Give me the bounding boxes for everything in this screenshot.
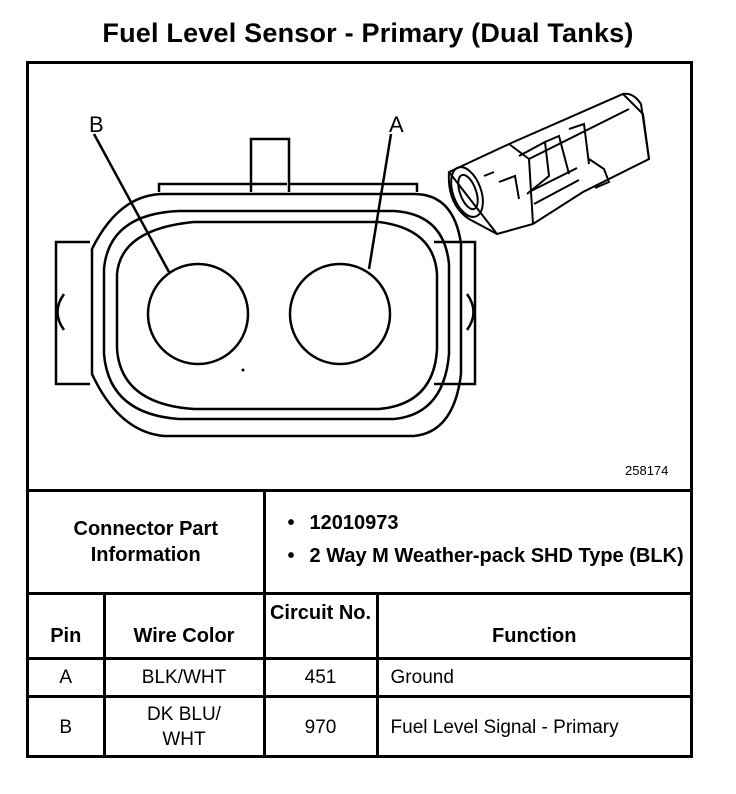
- housing-outer: [90, 192, 463, 438]
- cavity-a: [288, 262, 392, 366]
- cavity-b: [146, 262, 250, 366]
- connector-frame: B A 258174 Connector Part Information 12…: [26, 61, 693, 758]
- part-number: 12010973: [288, 511, 691, 536]
- connector-info-row: Connector Part Information 12010973 2 Wa…: [29, 489, 691, 595]
- wire-color-cell: BLK/WHT: [102, 657, 266, 698]
- circuit-cell: 970: [262, 695, 379, 757]
- function-cell: Ground: [375, 657, 691, 698]
- connector-diagram: B A 258174: [29, 64, 690, 489]
- header-circuit: Circuit No.: [262, 592, 379, 660]
- pin-cell: B: [29, 695, 106, 757]
- header-function: Function: [375, 592, 691, 660]
- pinout-table: Connector Part Information 12010973 2 Wa…: [29, 489, 691, 757]
- figure-number: 258174: [625, 463, 669, 478]
- pin-b-label: B: [89, 112, 104, 137]
- latch-tab: [249, 137, 291, 192]
- function-cell: Fuel Level Signal - Primary: [375, 695, 691, 757]
- connector-info-label: Connector Part Information: [29, 489, 266, 595]
- wire-color-cell: DK BLU/ WHT: [102, 695, 266, 757]
- connector-face-drawing: B A: [54, 92, 651, 438]
- page-title: Fuel Level Sensor - Primary (Dual Tanks): [102, 18, 634, 48]
- pin-cell: A: [29, 657, 106, 698]
- connector-illustration: [447, 92, 651, 236]
- table-row: A BLK/WHT 451 Ground: [29, 657, 691, 698]
- header-wire-color: Wire Color: [102, 592, 266, 660]
- leader-line-a: [367, 133, 393, 270]
- connector-type: 2 Way M Weather-pack SHD Type (BLK): [288, 544, 691, 569]
- connector-info-details: 12010973 2 Way M Weather-pack SHD Type (…: [262, 489, 691, 595]
- header-pin: Pin: [29, 592, 106, 660]
- circuit-cell: 451: [262, 657, 379, 698]
- table-row: B DK BLU/ WHT 970 Fuel Level Signal - Pr…: [29, 695, 691, 757]
- leader-line-b: [92, 133, 171, 273]
- table-header-row: Pin Wire Color Circuit No. Function: [29, 592, 691, 660]
- pin-a-label: A: [389, 112, 404, 137]
